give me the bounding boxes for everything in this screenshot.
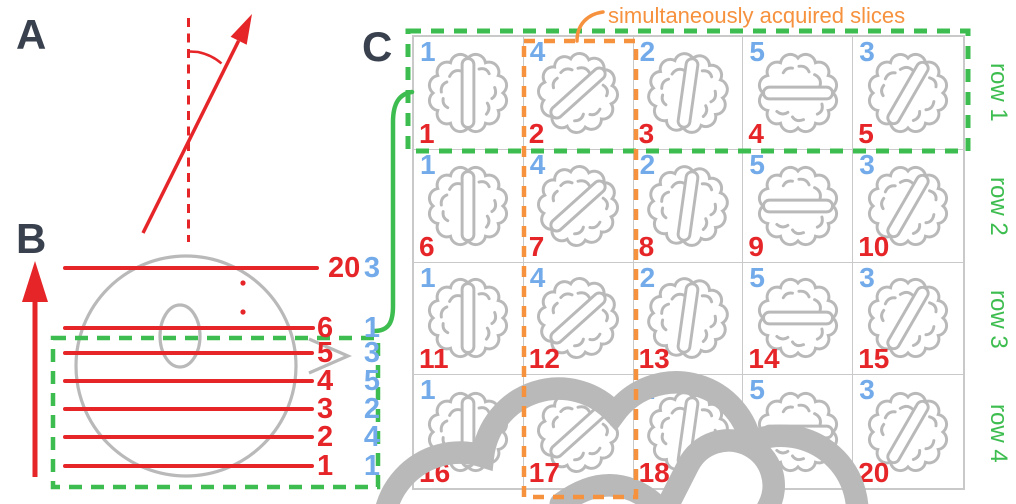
acquisition-order-number: 5 bbox=[749, 261, 765, 293]
grid-cell: 2 13 bbox=[633, 261, 744, 376]
slice-number: 7 bbox=[528, 230, 545, 262]
slice-number: 2 bbox=[528, 117, 545, 149]
grid-cell: 3 15 bbox=[853, 263, 963, 376]
slice-number: 19 bbox=[748, 457, 780, 488]
slice-axis-arrowhead bbox=[230, 14, 252, 45]
slice-number: 13 bbox=[638, 343, 670, 375]
acquisition-order-number: 3 bbox=[859, 36, 875, 67]
acquisition-order-number: 5 bbox=[749, 36, 765, 67]
band-to-row1-connector bbox=[371, 89, 415, 334]
b-slice-number: 2 bbox=[317, 421, 334, 453]
acquisition-order-number: 4 bbox=[529, 36, 546, 67]
acquisition-order-number: 4 bbox=[529, 374, 546, 406]
ellipsis-dot bbox=[240, 280, 246, 286]
acquisition-order-number: 5 bbox=[749, 148, 765, 180]
slice-number: 3 bbox=[638, 117, 655, 149]
b-slice-number: 1 bbox=[317, 450, 334, 482]
acquisition-order-number: 2 bbox=[639, 36, 656, 67]
grid-cell: 5 14 bbox=[743, 261, 854, 376]
brain-icon bbox=[422, 47, 514, 139]
slice-number: 8 bbox=[638, 230, 655, 262]
row-2-label: row 2 bbox=[985, 176, 1012, 236]
grid-cell: 3 20 bbox=[853, 375, 963, 488]
head-outline bbox=[74, 254, 298, 478]
slice-number: 12 bbox=[528, 343, 560, 375]
slice-number: 15 bbox=[858, 343, 890, 375]
acquisition-order-number: 1 bbox=[420, 374, 436, 406]
acquisition-order-number: 3 bbox=[859, 374, 875, 406]
head-inner-ellipse bbox=[158, 303, 202, 369]
acquisition-order-number: 1 bbox=[420, 261, 436, 293]
row-1-label: row 1 bbox=[985, 62, 1012, 122]
grid-cell: 4 17 bbox=[524, 375, 634, 488]
acquisition-order-number: 2 bbox=[639, 148, 656, 180]
grid-cell: 5 19 bbox=[743, 374, 854, 488]
b-order-number: 3 bbox=[363, 252, 380, 284]
b-slice-number: 20 bbox=[328, 252, 361, 284]
b-order-number: 2 bbox=[363, 393, 380, 425]
slice-number: 4 bbox=[748, 117, 764, 149]
acquisition-order-number: 5 bbox=[749, 374, 765, 406]
slice-number: 17 bbox=[528, 457, 560, 488]
slice-number: 18 bbox=[638, 457, 670, 488]
acquisition-order-number: 2 bbox=[639, 374, 656, 406]
tilt-angle-arc bbox=[189, 50, 223, 65]
brain-icon bbox=[752, 47, 844, 139]
acquisition-order-number: 2 bbox=[639, 261, 656, 293]
panel-a-label: A bbox=[16, 11, 47, 58]
row-3-label: row 3 bbox=[985, 290, 1012, 349]
slice-number: 11 bbox=[419, 343, 449, 375]
simultaneous-slices-annotation: simultaneously acquired slices bbox=[608, 3, 906, 28]
b-order-number: 4 bbox=[363, 421, 380, 453]
ellipsis-dot bbox=[240, 309, 246, 315]
b-slice-number: 4 bbox=[317, 365, 334, 397]
row-4-label: row 4 bbox=[985, 403, 1012, 463]
acquisition-order-number: 4 bbox=[529, 148, 546, 180]
grid-cell: 1 16 bbox=[414, 375, 524, 488]
acquisition-order-number: 1 bbox=[420, 148, 436, 180]
grid-cell: 2 18 bbox=[634, 375, 744, 488]
brain-icon bbox=[752, 160, 844, 252]
acquisition-order-number: 1 bbox=[420, 36, 436, 67]
slice-number: 1 bbox=[419, 117, 435, 149]
grid-cell: 4 12 bbox=[524, 263, 634, 376]
slice-direction-arrowhead bbox=[22, 261, 48, 302]
slice-number: 5 bbox=[858, 117, 874, 149]
acquisition-order-number: 3 bbox=[859, 148, 875, 180]
slice-number: 6 bbox=[419, 230, 435, 262]
slice-number: 10 bbox=[858, 230, 890, 262]
b-slice-number: 5 bbox=[317, 337, 334, 369]
slice-axis-arrow-shaft bbox=[141, 40, 241, 234]
panel-b-label: B bbox=[16, 215, 47, 262]
slice-number: 9 bbox=[748, 230, 764, 262]
slice-number: 20 bbox=[858, 457, 890, 488]
grid-cell: 3 10 bbox=[853, 150, 963, 263]
acquisition-order-number: 4 bbox=[529, 261, 546, 293]
b-order-number: 3 bbox=[363, 337, 380, 369]
b-slice-number: 3 bbox=[317, 393, 334, 425]
slice-number: 16 bbox=[419, 457, 451, 488]
acquisition-order-number: 3 bbox=[859, 261, 875, 293]
brain-icon bbox=[422, 160, 514, 252]
b-order-number: 1 bbox=[363, 450, 380, 482]
panel-c-label: C bbox=[362, 23, 393, 70]
slice-number: 14 bbox=[748, 343, 780, 375]
b-order-number: 5 bbox=[363, 365, 380, 397]
